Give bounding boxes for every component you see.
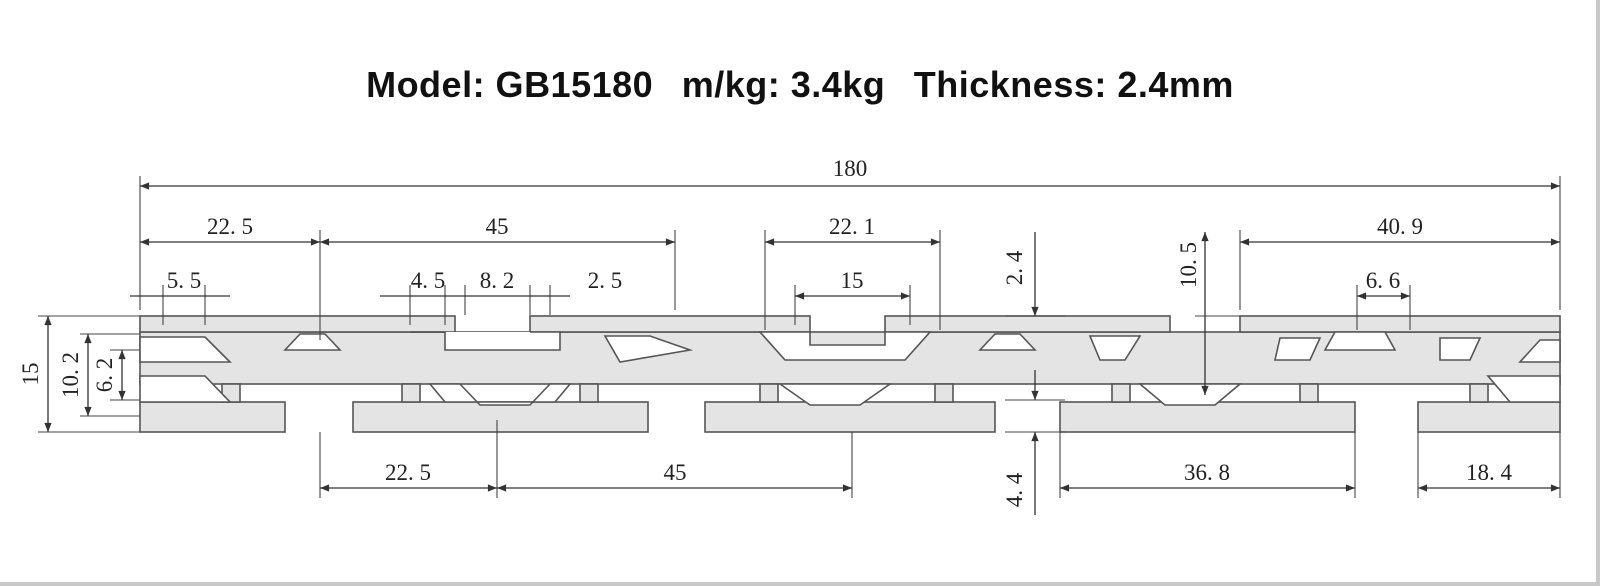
- dim-label-height-15: 15: [18, 363, 43, 386]
- t-slot: [139, 336, 232, 363]
- t-slots: [139, 331, 1561, 406]
- t-slot: [603, 335, 694, 363]
- dim-label-18-4: 18. 4: [1466, 460, 1513, 485]
- dim-label-6-2: 6. 2: [92, 358, 117, 393]
- t-slot: [139, 375, 232, 403]
- top-flange: [139, 315, 456, 333]
- dim-label-45: 45: [486, 214, 509, 239]
- t-slot: [283, 333, 342, 351]
- dim-label-36-8: 36. 8: [1184, 460, 1230, 485]
- dim-label-40-9: 40. 9: [1377, 214, 1423, 239]
- bottom-flange: [352, 401, 649, 433]
- spec-title: Model: GB15180 m/kg: 3.4kg Thickness: 2.…: [0, 64, 1600, 106]
- weight-label: m/kg: 3.4kg: [681, 64, 886, 105]
- t-slot: [1439, 337, 1482, 361]
- dim-label-10-5: 10. 5: [1176, 242, 1201, 288]
- dimension-lines: [38, 176, 1561, 515]
- dim-label-4-4: 4. 4: [1002, 472, 1027, 507]
- t-slot: [1273, 337, 1322, 361]
- dim-label-22-1: 22. 1: [829, 214, 875, 239]
- bottom-flange: [1417, 401, 1561, 433]
- t-slot: [777, 383, 893, 406]
- top-flange: [1239, 315, 1561, 333]
- dim-label-10-2: 10. 2: [58, 352, 83, 398]
- bottom-flange: [704, 401, 996, 433]
- thickness-label: Thickness: 2.4mm: [913, 64, 1234, 105]
- t-slot: [428, 383, 572, 406]
- dimension-labels: 180 22. 5 45 22. 1 40. 9 5. 5 4. 5 8. 2 …: [18, 156, 1513, 507]
- dim-label-180: 180: [833, 156, 868, 181]
- dim-label-2-4: 2. 4: [1002, 250, 1027, 285]
- bottom-flange: [1059, 401, 1356, 433]
- t-slot: [1518, 339, 1561, 363]
- bottom-flange: [139, 401, 286, 433]
- dim-label-bottom-22-5: 22. 5: [385, 460, 431, 485]
- t-slot: [978, 333, 1037, 351]
- dim-label-4-5: 4. 5: [411, 268, 446, 293]
- dim-label-22-5: 22. 5: [207, 214, 253, 239]
- t-slot: [1088, 335, 1142, 361]
- model-label: Model: GB15180: [366, 64, 654, 105]
- dim-label-8-2: 8. 2: [480, 268, 515, 293]
- dim-label-15: 15: [841, 268, 864, 293]
- dim-label-2-5: 2. 5: [588, 268, 623, 293]
- dim-label-5-5: 5. 5: [167, 268, 202, 293]
- t-slot: [758, 331, 932, 361]
- t-slot: [1323, 331, 1397, 351]
- top-flange: [529, 315, 811, 333]
- dim-label-6-6: 6. 6: [1366, 268, 1401, 293]
- top-flange: [884, 315, 1171, 333]
- dim-label-bottom-45: 45: [664, 460, 687, 485]
- t-slot: [1486, 375, 1561, 403]
